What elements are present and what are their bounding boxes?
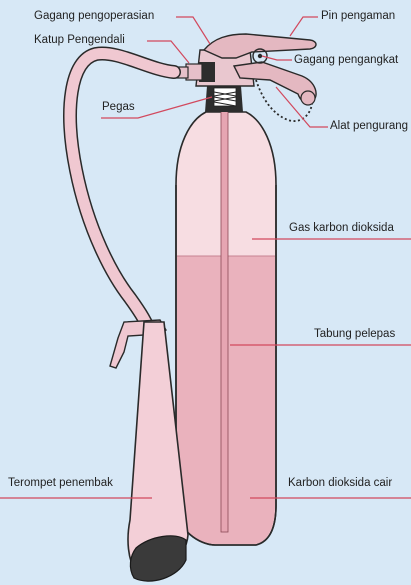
- label-control-valve: Katup Pengendali: [34, 34, 125, 47]
- label-co2-gas: Gas karbon dioksida: [289, 222, 394, 235]
- label-spring: Pegas: [102, 101, 135, 114]
- label-reducing-device: Alat pengurang: [330, 120, 408, 133]
- spring-shape: [214, 88, 236, 106]
- label-discharge-horn: Terompet penembak: [8, 477, 113, 490]
- discharge-tube-shape: [221, 100, 228, 532]
- label-lifting-lever: Gagang pengangkat: [294, 54, 398, 67]
- label-safety-pin: Pin pengaman: [321, 10, 395, 23]
- label-liquid-co2: Karbon dioksida cair: [288, 477, 392, 490]
- label-discharge-tube: Tabung pelepas: [314, 328, 395, 341]
- label-operating-lever: Gagang pengoperasian: [34, 10, 154, 23]
